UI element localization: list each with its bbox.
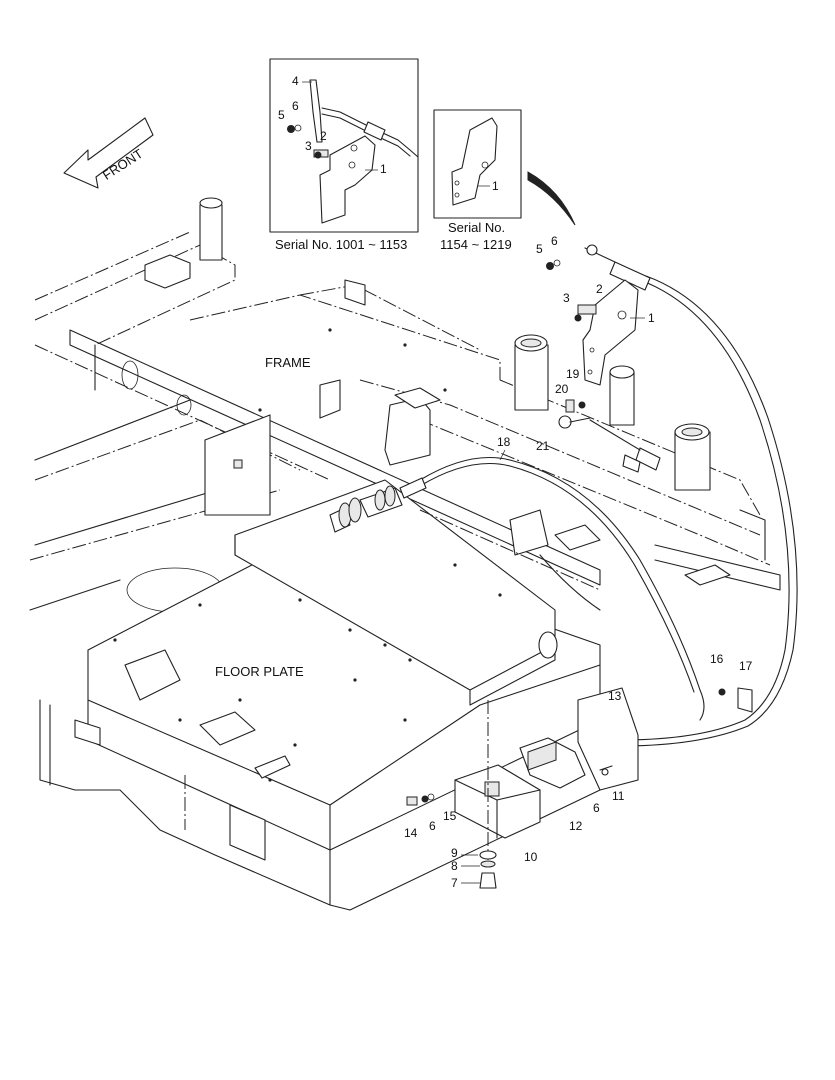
pointer-arc bbox=[527, 171, 576, 226]
frame-structure: FRAME bbox=[29, 197, 771, 613]
callout-15: 15 bbox=[443, 809, 457, 823]
lower-mount-assembly: 10 9 8 7 14 6 15 bbox=[404, 700, 541, 890]
side-bracket-assembly: 16 17 13 11 6 12 bbox=[519, 652, 753, 833]
callout-6: 6 bbox=[551, 234, 558, 248]
callout-5: 5 bbox=[536, 242, 543, 256]
callout-17: 17 bbox=[739, 659, 753, 673]
callout-1: 1 bbox=[648, 311, 655, 325]
callout-21: 21 bbox=[536, 439, 550, 453]
bolt-icon bbox=[313, 149, 329, 159]
callout-7: 7 bbox=[451, 876, 458, 890]
callout-12: 12 bbox=[569, 819, 583, 833]
callout-1: 1 bbox=[492, 179, 499, 193]
lower-body bbox=[39, 699, 601, 911]
callout-14: 14 bbox=[404, 826, 418, 840]
callout-19: 19 bbox=[566, 367, 580, 381]
right-frame-edge bbox=[509, 509, 781, 611]
inset-2-caption-line2: 1154 ~ 1219 bbox=[440, 237, 512, 252]
callout-1: 1 bbox=[380, 162, 387, 176]
callout-9: 9 bbox=[451, 846, 458, 860]
inset-1-caption: Serial No. 1001 ~ 1153 bbox=[275, 237, 407, 252]
inset-serial-1001-1153: 4 5 6 3 2 1 Serial No. 1001 ~ 1153 bbox=[269, 58, 419, 252]
cable-end-fitting bbox=[329, 477, 427, 533]
inset-serial-1154-1219: 1 Serial No. 1154 ~ 1219 bbox=[433, 109, 522, 252]
front-arrow: FRONT bbox=[63, 117, 154, 189]
callout-5: 5 bbox=[278, 108, 285, 122]
callout-3: 3 bbox=[305, 139, 312, 153]
frame-label: FRAME bbox=[265, 355, 311, 370]
control-cable bbox=[329, 244, 798, 747]
callout-20: 20 bbox=[555, 382, 569, 396]
callout-6: 6 bbox=[429, 819, 436, 833]
callout-4: 4 bbox=[292, 74, 299, 88]
floor-plate-label: FLOOR PLATE bbox=[215, 664, 304, 679]
callout-2: 2 bbox=[320, 129, 327, 143]
inset-2-caption-line1: Serial No. bbox=[448, 220, 505, 235]
parts-19-20-21: 19 20 21 18 bbox=[497, 367, 591, 461]
callout-13: 13 bbox=[608, 689, 622, 703]
main-bracket-assembly: 5 6 2 3 1 bbox=[536, 234, 655, 386]
callout-6: 6 bbox=[593, 801, 600, 815]
callout-16: 16 bbox=[710, 652, 724, 666]
floor-plate: FLOOR PLATE bbox=[87, 328, 601, 851]
callout-10: 10 bbox=[524, 850, 538, 864]
callout-11: 11 bbox=[612, 789, 625, 803]
callout-18: 18 bbox=[497, 435, 511, 449]
callout-8: 8 bbox=[451, 859, 458, 873]
callout-6: 6 bbox=[292, 99, 299, 113]
callout-3: 3 bbox=[563, 291, 570, 305]
callout-2: 2 bbox=[596, 282, 603, 296]
